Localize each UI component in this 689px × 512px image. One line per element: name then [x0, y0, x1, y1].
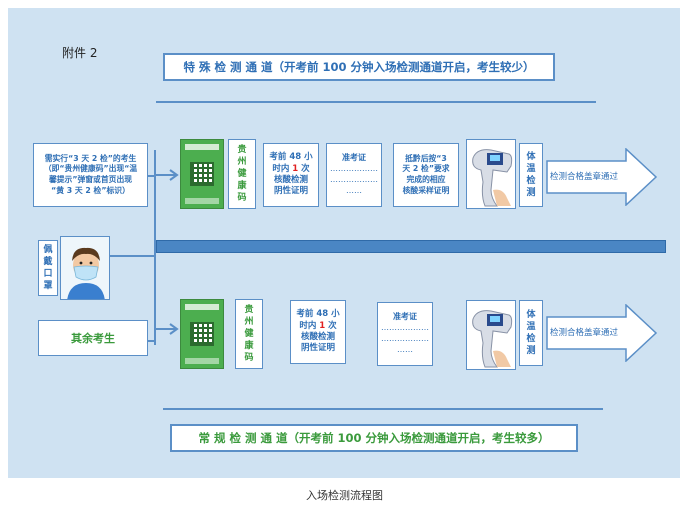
admission-ticket-title: 准考证: [342, 153, 366, 163]
special-condition-line: （即“贵州健康码”出现“温: [43, 164, 138, 174]
pass-arrow-special: [546, 148, 658, 206]
health-code-char: 健: [244, 328, 254, 339]
special-title-underline: [156, 101, 596, 103]
arrival-test-line: 完成的相应: [406, 175, 446, 184]
admission-ticket-line: ………………: [381, 334, 429, 343]
admission-ticket-line: ……: [346, 185, 362, 195]
health-code-char: 康: [237, 181, 247, 192]
temp-check-char: 体: [526, 309, 536, 320]
mask-label-char: 戴: [43, 256, 53, 267]
nucleic-test-box: 考前 48 小 时内 1 次 核酸检测 阴性证明: [290, 300, 346, 364]
health-code-char: 码: [244, 353, 254, 364]
temp-check-char: 检: [526, 334, 536, 344]
regular-condition-box: 其余考生: [38, 320, 148, 356]
thermometer-icon: [466, 300, 516, 370]
health-code-char: 州: [244, 316, 254, 327]
health-code-char: 康: [244, 341, 254, 352]
special-channel-title: 特 殊 检 测 通 道（开考前 100 分钟入场检测通道开启，考生较少）: [163, 53, 555, 81]
special-condition-line: “黄 3 天 2 检”标识）: [51, 185, 130, 195]
thermometer-gun-icon: [472, 310, 513, 368]
figure-caption: 入场检测流程图: [306, 489, 383, 502]
nucleic-test-line: 考前 48 小: [296, 309, 340, 320]
connector: [110, 255, 155, 257]
admission-ticket-line: ………………: [330, 164, 378, 174]
health-code-label: 贵 州 健 康 码: [228, 139, 256, 209]
admission-ticket-line: ……: [397, 344, 413, 354]
mask-label-char: 罩: [43, 281, 53, 292]
pass-text-special: 检测合格盖章通过: [550, 172, 619, 182]
thermometer-icon: [466, 139, 516, 209]
arrival-test-line: 天 2 检”要求: [402, 164, 450, 174]
special-condition-box: 需实行“3 天 2 检”的考生 （即“贵州健康码”出现“温 馨提示”弹窗或首页出…: [33, 143, 148, 207]
connector-vertical: [154, 150, 156, 345]
nucleic-test-line: 时内 1 次: [272, 163, 310, 174]
nucleic-test-line: 时内 1 次: [299, 320, 337, 331]
highlight-count: 1: [319, 320, 326, 331]
highlight-count: 1: [292, 163, 299, 174]
nucleic-test-line: 阴性证明: [273, 186, 308, 197]
temp-check-char: 温: [526, 163, 536, 174]
mask-label-char: 口: [43, 269, 53, 279]
pass-arrow-regular: [546, 304, 658, 362]
mask-label: 佩 戴 口 罩: [38, 240, 58, 296]
pass-text-regular: 检测合格盖章通过: [550, 328, 619, 338]
temp-check-label: 体 温 检 测: [519, 300, 543, 366]
admission-ticket-box: 准考证 ……………… ……………… ……: [326, 143, 382, 207]
arrival-test-line: 抵黔后按“3: [405, 153, 447, 163]
admission-ticket-line: ………………: [381, 323, 429, 333]
temp-check-char: 测: [526, 346, 536, 357]
temp-check-char: 检: [526, 176, 536, 186]
masked-person-icon: [60, 236, 110, 300]
health-code-char: 州: [237, 156, 247, 167]
temp-check-char: 温: [526, 321, 536, 332]
regular-channel-title: 常 规 检 测 通 道（开考前 100 分钟入场检测通道开启，考生较多）: [170, 424, 578, 452]
temp-check-char: 测: [526, 188, 536, 199]
arrival-test-box: 抵黔后按“3 天 2 检”要求 完成的相应 核酸采样证明: [393, 143, 459, 207]
special-condition-line: 需实行“3 天 2 检”的考生: [44, 153, 137, 163]
connector: [148, 340, 155, 342]
health-code-char: 码: [237, 193, 247, 204]
arrow-to-health-code: [154, 323, 179, 335]
arrow-to-health-code: [154, 169, 179, 181]
channel-divider: [156, 240, 666, 253]
mask-label-char: 佩: [43, 244, 53, 255]
health-code-qr-icon: [180, 299, 224, 369]
nucleic-test-box: 考前 48 小 时内 1 次 核酸检测 阴性证明: [263, 143, 319, 207]
temp-check-char: 体: [526, 151, 536, 162]
nucleic-test-line: 考前 48 小: [269, 152, 313, 163]
connector: [148, 175, 155, 177]
nucleic-test-line: 核酸检测: [273, 175, 308, 185]
regular-title-overline: [163, 408, 603, 410]
health-code-char: 健: [237, 168, 247, 179]
health-code-label: 贵 州 健 康 码: [235, 299, 263, 369]
arrival-test-line: 核酸采样证明: [402, 185, 450, 195]
admission-ticket-box: 准考证 ……………… ……………… ……: [377, 302, 433, 366]
admission-ticket-line: ………………: [330, 175, 378, 184]
health-code-char: 贵: [237, 144, 247, 155]
special-condition-line: 馨提示”弹窗或首页出现: [48, 175, 133, 184]
nucleic-test-line: 阴性证明: [300, 343, 335, 354]
temp-check-label: 体 温 检 测: [519, 143, 543, 207]
health-code-char: 贵: [244, 304, 254, 315]
thermometer-gun-icon: [472, 149, 513, 207]
admission-ticket-title: 准考证: [393, 312, 417, 322]
nucleic-test-line: 核酸检测: [300, 332, 335, 342]
health-code-qr-icon: [180, 139, 224, 209]
attachment-label: 附件 2: [62, 46, 98, 60]
